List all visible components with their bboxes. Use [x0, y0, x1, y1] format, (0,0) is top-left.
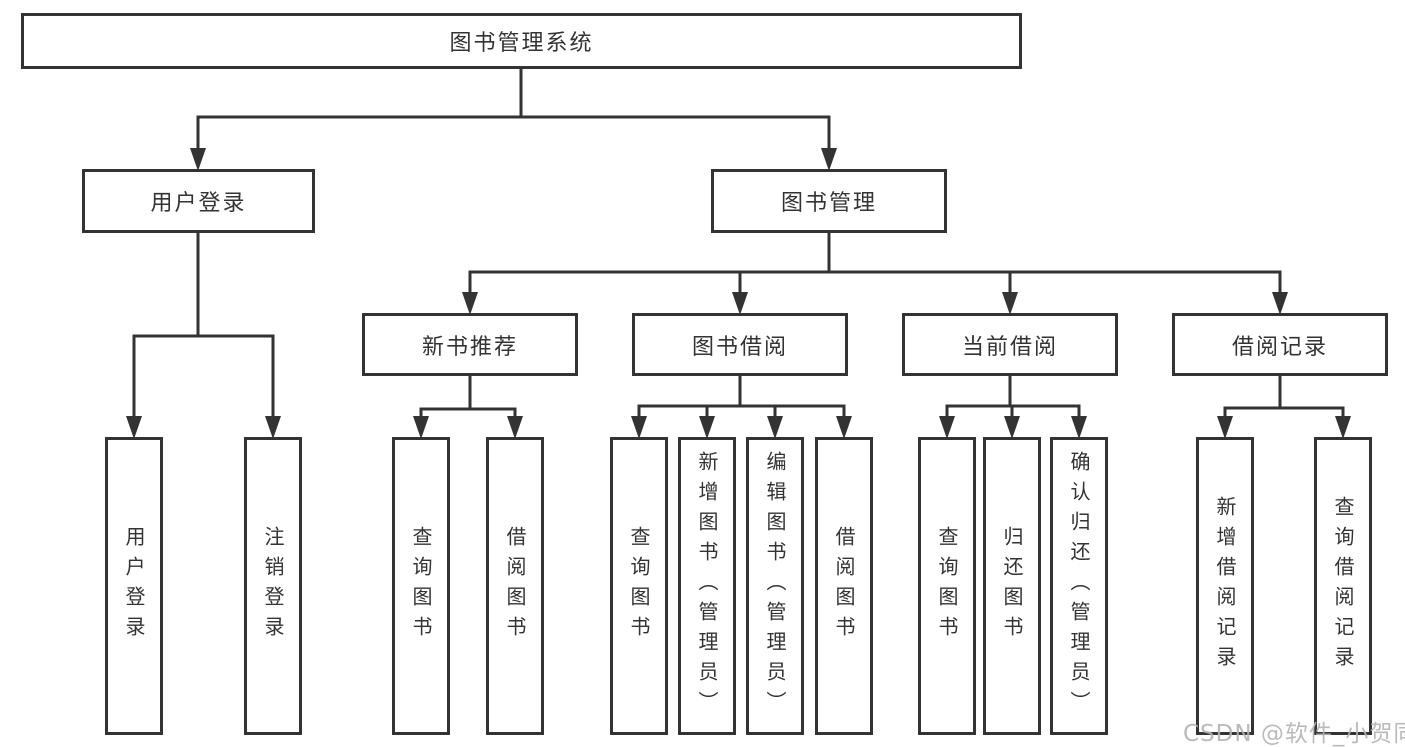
arrow-down-icon	[1335, 416, 1351, 439]
leaf-return-books: 归还图书	[983, 437, 1041, 735]
arrow-down-icon	[1217, 416, 1233, 439]
node-user-login: 用户登录	[82, 169, 315, 233]
node-new-book-recommend: 新书推荐	[362, 313, 578, 376]
arrow-down-icon	[767, 416, 783, 439]
leaf-user-login: 用户登录	[105, 437, 163, 735]
leaf-borrow-books-label: 借阅图书	[832, 526, 856, 646]
arrow-down-icon	[507, 416, 523, 439]
connector-root	[196, 69, 831, 165]
leaf-edit-book-admin-label: 编辑图书（管理员）	[763, 451, 787, 721]
arrow-down-icon	[190, 148, 206, 171]
arrow-down-icon	[1004, 416, 1020, 439]
node-root-label: 图书管理系统	[449, 31, 594, 56]
leaf-borrow-books-recommend: 借阅图书	[486, 437, 544, 735]
arrow-down-icon	[1002, 292, 1018, 315]
leaf-add-borrow-record-label: 新增借阅记录	[1213, 496, 1237, 676]
leaf-query-books-current: 查询图书	[918, 437, 976, 735]
leaf-add-borrow-record: 新增借阅记录	[1196, 437, 1254, 735]
leaf-user-login-label: 用户登录	[122, 526, 146, 646]
node-book-management-label: 图书管理	[780, 191, 877, 216]
connector-book-management	[468, 233, 1282, 309]
connector-borrow-records	[1223, 376, 1345, 432]
arrow-down-icon	[939, 416, 955, 439]
arrow-down-icon	[836, 416, 852, 439]
leaf-query-books-borrow: 查询图书	[610, 437, 668, 735]
node-borrow-records: 借阅记录	[1172, 313, 1388, 376]
arrow-down-icon	[462, 292, 478, 315]
leaf-logout-label: 注销登录	[261, 526, 285, 646]
connector-new-book	[419, 376, 517, 432]
leaf-query-books-borrow-label: 查询图书	[627, 526, 651, 646]
node-book-borrow: 图书借阅	[632, 313, 848, 376]
arrow-down-icon	[265, 416, 281, 439]
leaf-logout: 注销登录	[244, 437, 302, 735]
arrow-down-icon	[631, 416, 647, 439]
leaf-confirm-return-admin-label: 确认归还（管理员）	[1067, 451, 1091, 721]
leaf-query-books-current-label: 查询图书	[935, 526, 959, 646]
connector-user-login	[132, 233, 275, 432]
leaf-borrow-books-recommend-label: 借阅图书	[503, 526, 527, 646]
node-new-book-recommend-label: 新书推荐	[421, 334, 518, 360]
leaf-return-books-label: 归还图书	[1000, 526, 1024, 646]
arrow-down-icon	[1272, 292, 1288, 315]
leaf-query-borrow-record-label: 查询借阅记录	[1331, 496, 1355, 676]
arrow-down-icon	[126, 416, 142, 439]
csdn-watermark: CSDN @软件_小贺同学	[1183, 721, 1405, 747]
leaf-add-book-admin: 新增图书（管理员）	[678, 437, 736, 735]
node-current-borrow: 当前借阅	[902, 313, 1118, 376]
arrow-down-icon	[413, 416, 429, 439]
arrow-down-icon	[732, 292, 748, 315]
connector-book-borrow	[637, 376, 846, 432]
leaf-query-books-recommend-label: 查询图书	[409, 526, 433, 646]
leaf-confirm-return-admin: 确认归还（管理员）	[1050, 437, 1108, 735]
node-book-borrow-label: 图书借阅	[691, 334, 788, 360]
leaf-add-book-admin-label: 新增图书（管理员）	[695, 451, 719, 721]
leaf-query-books-recommend: 查询图书	[392, 437, 450, 735]
node-user-login-label: 用户登录	[150, 191, 247, 216]
leaf-borrow-books: 借阅图书	[815, 437, 873, 735]
node-book-management: 图书管理	[711, 169, 947, 233]
arrow-down-icon	[1071, 416, 1087, 439]
arrow-down-icon	[821, 148, 837, 171]
node-root: 图书管理系统	[21, 13, 1022, 69]
arrow-down-icon	[699, 416, 715, 439]
node-borrow-records-label: 借阅记录	[1231, 334, 1328, 360]
leaf-query-borrow-record: 查询借阅记录	[1314, 437, 1372, 735]
node-current-borrow-label: 当前借阅	[961, 334, 1058, 360]
arrowheads	[126, 148, 1351, 439]
leaf-edit-book-admin: 编辑图书（管理员）	[746, 437, 804, 735]
